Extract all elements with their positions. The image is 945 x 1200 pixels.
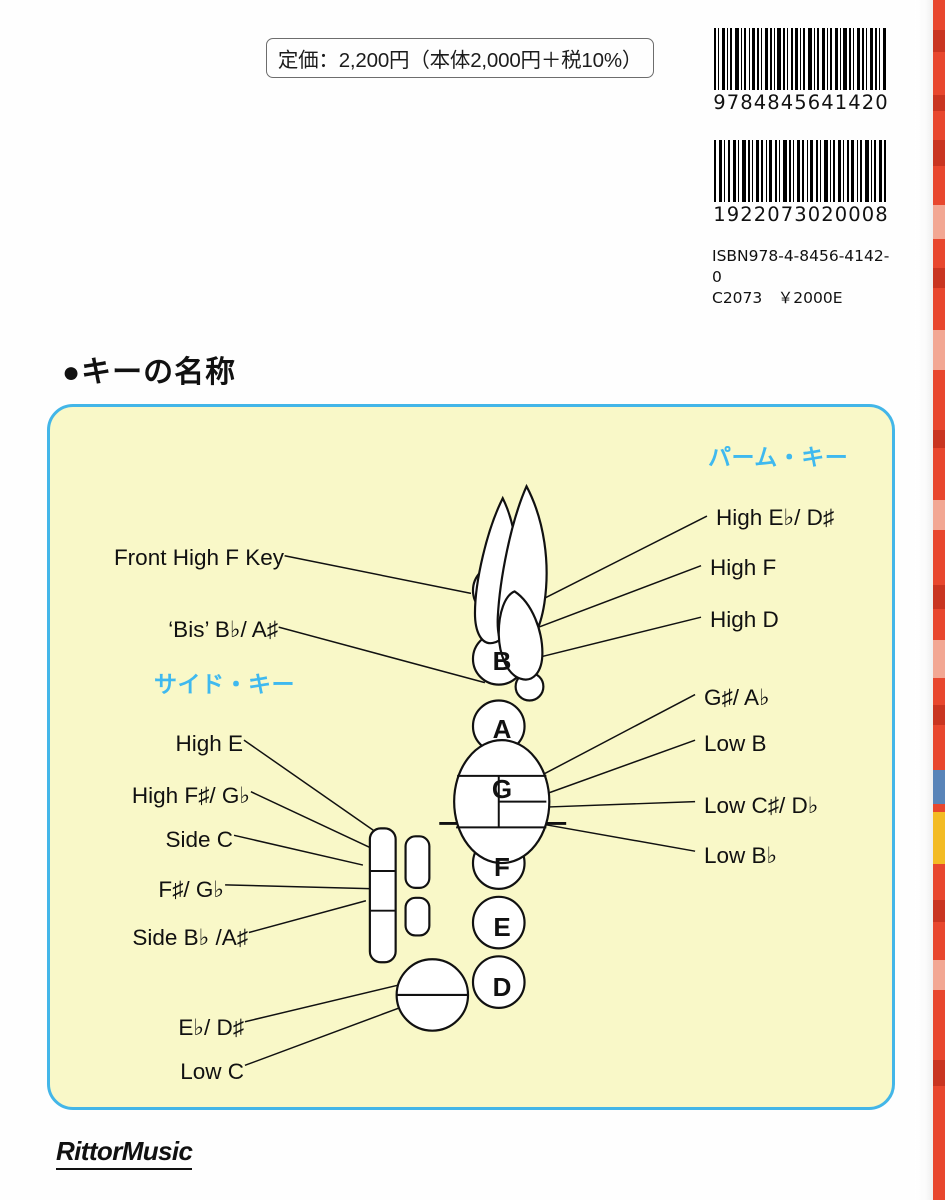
leader-spat-eb <box>244 979 420 1023</box>
bullet-icon: ● <box>62 356 82 389</box>
key-letter-g: G <box>491 774 513 804</box>
label-g-sharp-a-flat: G♯/ A♭ <box>704 685 770 710</box>
edge-mark <box>933 268 945 288</box>
edge-mark <box>933 430 945 448</box>
label-front-high-f-key: Front High F Key <box>113 545 284 570</box>
palm-key-group-title: パーム・キー <box>708 444 849 470</box>
leader-table-low-cs <box>532 800 696 809</box>
isbn-code-line: C2073 ￥2000E <box>712 288 843 307</box>
key-letter-a: A <box>492 714 512 744</box>
leader-front-high-f <box>284 554 472 595</box>
label-palm-high-d: High D <box>710 607 779 632</box>
edge-mark <box>933 705 945 725</box>
price-text: 定価：2,200円（本体2,000円＋税10%） <box>277 49 643 72</box>
isbn-text-block: ISBN978-4-8456-4142-0 C2073 ￥2000E <box>712 246 892 309</box>
label-bis-key: ‘Bis’ B♭/ A♯ <box>168 617 278 642</box>
side-key-bank <box>368 827 397 964</box>
side-key-high-fs-pad <box>404 896 431 937</box>
leader-bis <box>278 626 486 684</box>
edge-mark <box>933 500 945 530</box>
leader-side-high-fs <box>250 791 379 852</box>
label-low-b-flat: Low B♭ <box>704 843 778 868</box>
side-key-high-e-pad <box>404 835 431 889</box>
edge-mark <box>933 205 945 239</box>
label-side-f-sharp: F♯/ G♭ <box>158 877 224 902</box>
barcode-block: 9784845641420 <box>712 28 892 309</box>
publisher-logo: RittorMusic <box>56 1136 193 1170</box>
isbn-barcode: 9784845641420 <box>712 28 890 114</box>
edge-mark <box>933 585 945 609</box>
key-letter-f: F <box>494 852 510 882</box>
leader-side-high-e <box>243 739 379 834</box>
leader-side-fs <box>225 884 378 890</box>
label-low-b: Low B <box>704 731 767 756</box>
cover-edge-strip <box>915 0 945 1200</box>
label-low-c: Low C <box>180 1059 244 1084</box>
label-palm-high-f: High F <box>710 555 777 580</box>
leader-palm-high-f <box>512 564 702 638</box>
edge-mark <box>933 640 945 678</box>
side-key-group-title: サイド・キー <box>154 671 295 697</box>
page-title: ●キーの名称 <box>62 347 236 391</box>
key-letter-e: E <box>493 912 511 942</box>
label-side-b-flat: Side B♭ /A♯ <box>132 925 248 950</box>
diagram-graphics <box>225 483 708 1067</box>
price-barcode-bars <box>712 140 890 202</box>
page-title-text: キーの名称 <box>81 356 237 389</box>
label-e-flat-d-sharp: E♭/ D♯ <box>178 1015 244 1040</box>
price-box: 定価：2,200円（本体2,000円＋税10%） <box>266 38 654 78</box>
edge-white-band <box>915 0 933 1200</box>
isbn-barcode-bars <box>712 28 890 90</box>
leader-side-bb <box>248 900 367 934</box>
key-d <box>471 955 526 1009</box>
leader-table-gs <box>540 693 696 777</box>
label-palm-high-e-flat: High E♭/ D♯ <box>716 505 835 530</box>
leader-spat-low-c <box>244 1001 416 1067</box>
isbn-line: ISBN978-4-8456-4142-0 <box>712 247 890 286</box>
edge-mark <box>933 960 945 990</box>
edge-mark <box>933 900 945 922</box>
leader-side-c <box>233 834 364 866</box>
label-side-c: Side C <box>165 827 233 852</box>
label-side-high-e: High E <box>175 731 243 756</box>
leader-table-low-b <box>524 739 696 803</box>
edge-mark <box>933 95 945 111</box>
edge-mark <box>933 140 945 166</box>
key-e <box>471 895 526 950</box>
leader-palm-high-d <box>516 616 702 664</box>
isbn-barcode-digits: 9784845641420 <box>713 91 889 114</box>
price-barcode-digits: 1922073020008 <box>713 203 889 226</box>
edge-mark <box>933 1060 945 1086</box>
label-low-c-sharp-d-flat: Low C♯/ D♭ <box>704 793 819 818</box>
leader-palm-high-eb <box>538 515 708 602</box>
saxophone-key-diagram: パーム・キー サイド・キー Front High F Key ‘Bis’ B♭/… <box>47 404 895 1110</box>
edge-mark-yellow <box>933 812 945 864</box>
label-side-high-f-sharp: High F♯/ G♭ <box>131 783 250 808</box>
key-letter-d: D <box>492 972 512 1002</box>
leader-table-low-bb <box>538 822 696 852</box>
edge-mark-blue <box>933 770 945 804</box>
edge-mark <box>933 330 945 370</box>
edge-mark <box>933 30 945 52</box>
price-barcode: 1922073020008 <box>712 140 890 226</box>
key-letter-b: B <box>492 646 512 676</box>
palm-key-high-eb <box>497 590 544 681</box>
